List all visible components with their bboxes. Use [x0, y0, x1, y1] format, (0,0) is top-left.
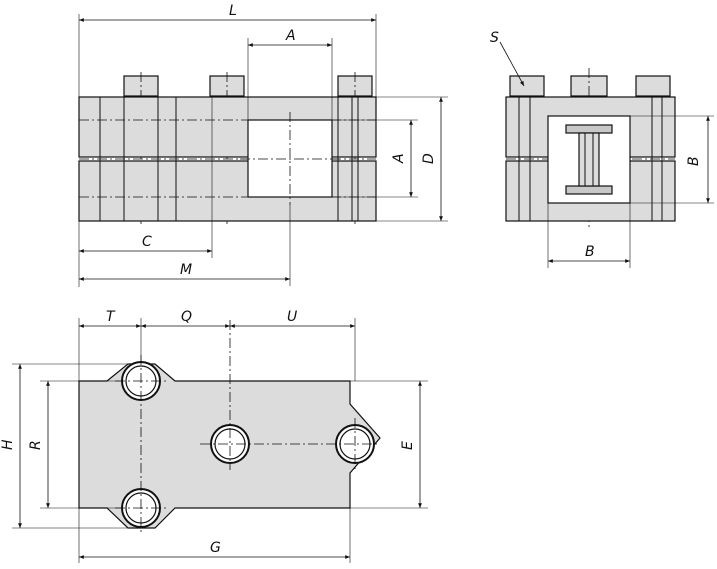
- dim-label-S: S: [490, 30, 499, 46]
- dim-label-L: L: [229, 3, 237, 19]
- side-profile-section: [565, 124, 613, 195]
- front-dimensions: L A A D C M: [78, 3, 448, 287]
- dim-label-A-side: A: [391, 153, 407, 164]
- side-bolt-right: [635, 75, 671, 97]
- side-dimensions: S B B: [490, 30, 714, 268]
- dim-label-D: D: [421, 153, 437, 164]
- dim-label-M: M: [180, 262, 192, 278]
- side-view: [505, 68, 676, 228]
- dim-label-R: R: [28, 440, 44, 450]
- dim-label-G: G: [210, 540, 221, 556]
- side-bolt-left: [509, 75, 545, 97]
- dim-label-T: T: [106, 309, 116, 325]
- dim-label-U: U: [287, 309, 297, 325]
- bottom-view: [78, 320, 381, 534]
- front-view: [78, 72, 377, 224]
- dim-label-B-side: B: [686, 156, 702, 166]
- dim-label-H: H: [0, 439, 16, 450]
- dim-label-E: E: [400, 441, 416, 450]
- bottom-dimensions: T Q U H R E G: [0, 309, 428, 563]
- dim-label-A-top: A: [285, 28, 296, 44]
- dim-label-B-bottom: B: [585, 244, 595, 260]
- dim-label-C: C: [142, 234, 152, 250]
- dim-label-Q: Q: [181, 309, 192, 325]
